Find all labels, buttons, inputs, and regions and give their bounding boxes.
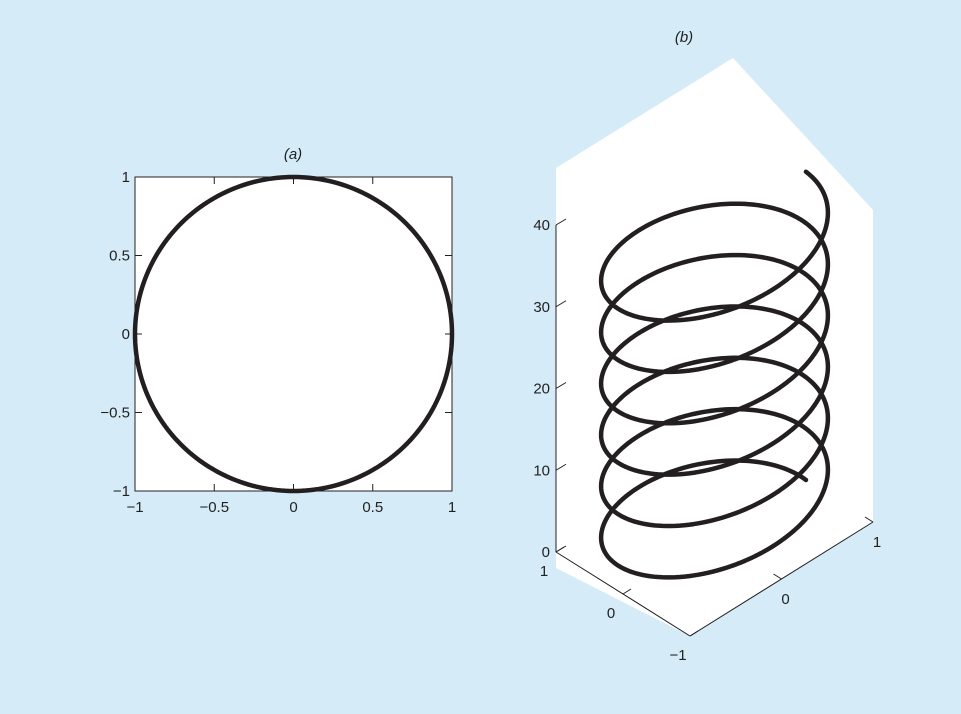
circle-plot-y-tick-label: 0.5 <box>109 248 130 265</box>
circle-plot-x-tick-label: −0.5 <box>199 499 229 516</box>
circle-plot-y-tick-label: 1 <box>122 169 130 186</box>
helix-x-tick-mark <box>689 630 699 637</box>
helix-z-tick-mark <box>555 300 567 308</box>
helix-z-tick-label: 30 <box>533 299 550 316</box>
circle-plot-x-tick-label: −1 <box>126 499 143 516</box>
helix-z-tick-label: 20 <box>533 381 550 398</box>
circle-plot: (a) −1 −0.5 0 0.5 1 −1 −0.5 0 0.5 1 <box>100 146 456 516</box>
circle-curve <box>132 174 455 494</box>
helix-x-tick-label: −1 <box>669 647 686 664</box>
circle-plot-x-tick-label: 0 <box>289 499 297 516</box>
helix-x-tick-label: 1 <box>540 563 548 580</box>
circle-plot-y-ticks: −1 −0.5 0 0.5 1 <box>100 169 452 500</box>
helix-z-tick-mark <box>555 463 567 471</box>
helix-z-tick-label: 40 <box>533 217 550 234</box>
helix-plot-z-ticks: 0 10 20 30 40 <box>533 217 567 561</box>
circle-plot-x-ticks: −1 −0.5 0 0.5 1 <box>126 177 456 516</box>
helix-plot-title: (b) <box>675 29 693 46</box>
helix-z-tick-mark <box>555 218 567 226</box>
circle-plot-axes-box <box>134 176 453 492</box>
circle-plot-x-tick-label: 1 <box>448 499 456 516</box>
circle-plot-y-tick-label: −0.5 <box>100 405 130 422</box>
helix-x-tick-mark <box>622 588 632 595</box>
helix-x-tick-label: 0 <box>607 605 615 622</box>
circle-plot-y-tick-label: 0 <box>122 326 130 343</box>
circle-plot-y-tick-label: −1 <box>113 483 130 500</box>
helix-z-tick-mark <box>555 382 567 389</box>
helix-x-tick-mark <box>555 546 565 553</box>
helix-y-tick-mark <box>773 573 782 580</box>
helix-plot-y-ticks: 10 <box>773 516 881 608</box>
helix-y-tick-mark <box>864 516 874 523</box>
circle-plot-x-tick-label: 0.5 <box>362 499 383 516</box>
helix-plot-x-ticks: −1 0 1 <box>540 546 699 664</box>
helix-y-tick-label: 0 <box>781 591 789 608</box>
helix-z-tick-label: 10 <box>533 462 550 479</box>
helix-z-tick-label: 0 <box>542 544 550 561</box>
helix-curve <box>598 169 831 580</box>
circle-plot-title: (a) <box>284 146 302 163</box>
helix-y-tick-label: 1 <box>873 534 881 551</box>
